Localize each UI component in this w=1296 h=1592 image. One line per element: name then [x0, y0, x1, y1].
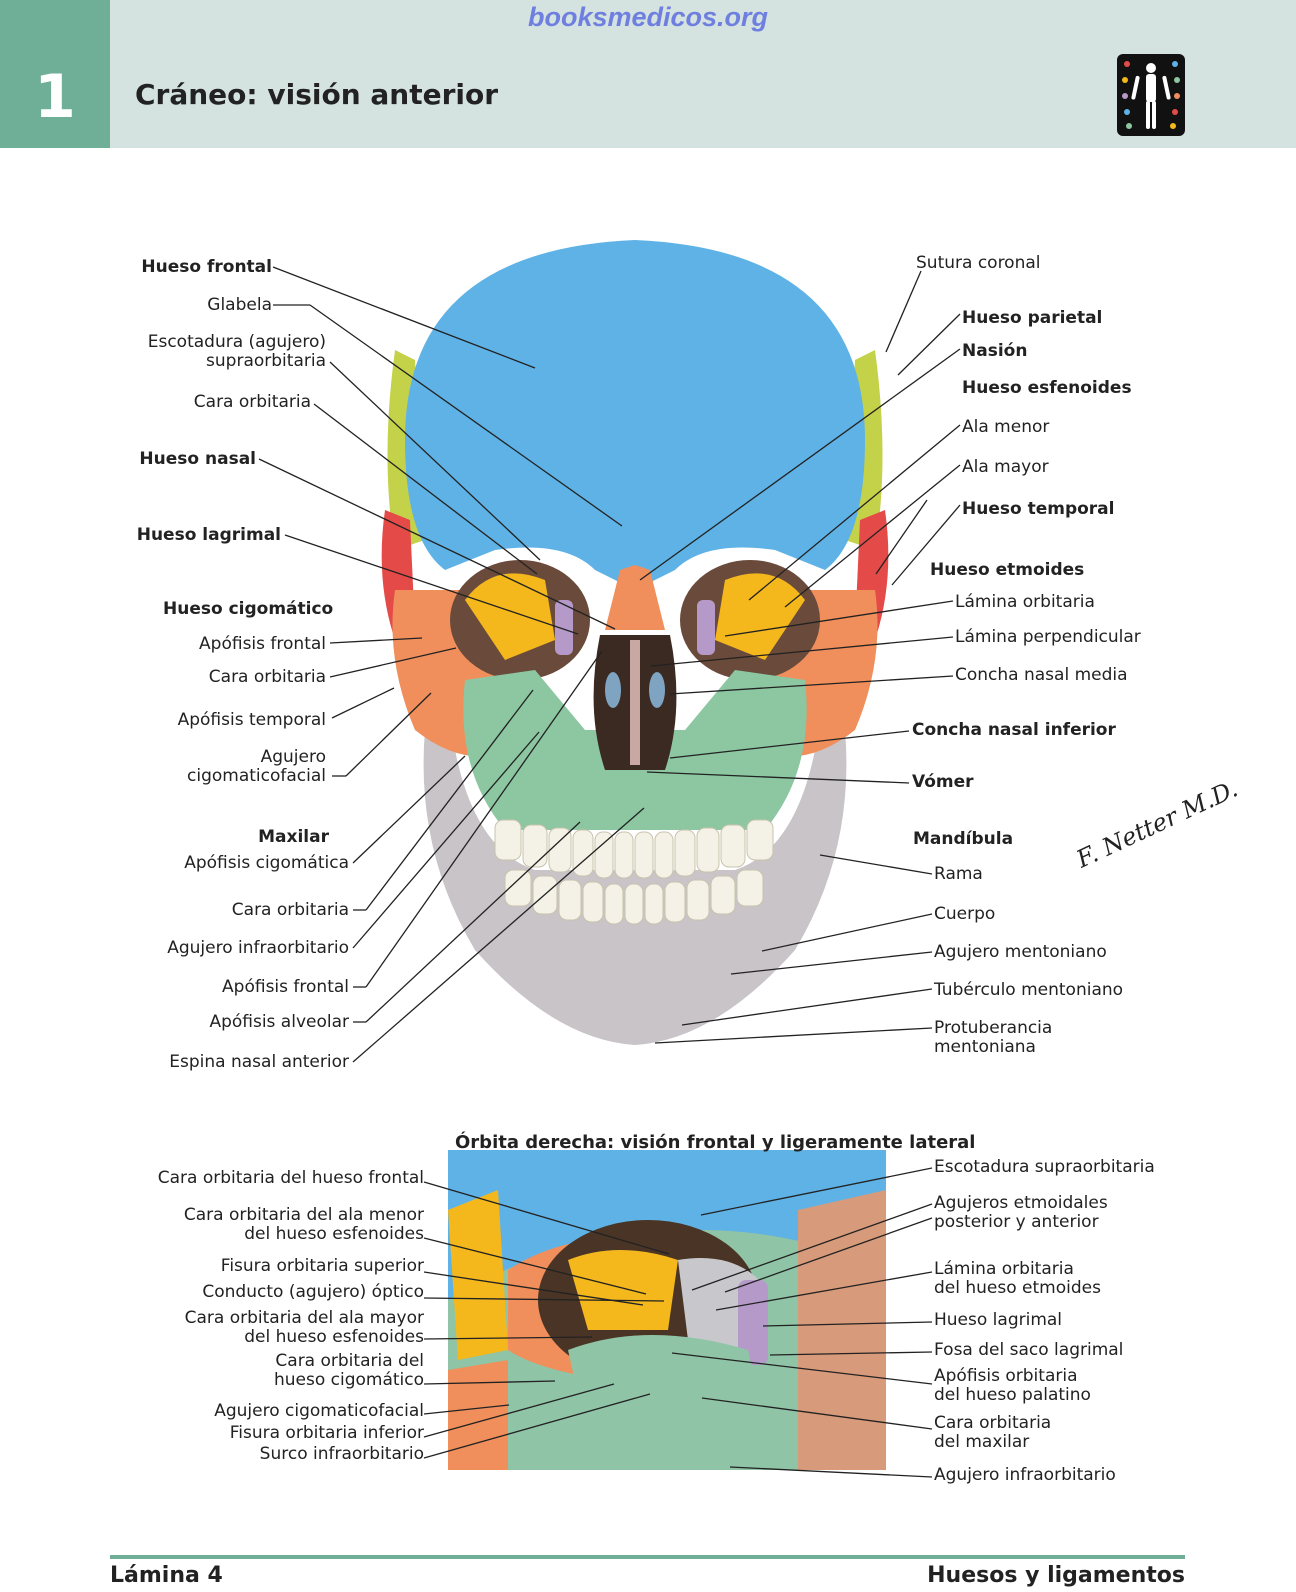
label-cuerpo: Cuerpo: [934, 904, 996, 924]
label-cara-orbitaria-1: Cara orbitaria: [193, 392, 311, 412]
orbit-label-left-8: Fisura orbitaria inferior: [229, 1423, 424, 1443]
label-vomer: Vómer: [912, 772, 974, 792]
label-agujero-cigomaticofacial: Agujero cigomaticofacial: [187, 747, 326, 786]
orbit-subtitle: Órbita derecha: visión frontal y ligeram…: [455, 1132, 976, 1153]
skull-illustration: [381, 240, 889, 1045]
label-hueso-nasal: Hueso nasal: [139, 449, 256, 469]
label-ala-menor: Ala menor: [962, 417, 1050, 437]
label-hueso-parietal: Hueso parietal: [962, 308, 1103, 328]
orbit-label-left-9: Surco infraorbitario: [259, 1444, 424, 1464]
orbit-label-left-4: Conducto (agujero) óptico: [202, 1282, 424, 1302]
label-cara-orbitaria-3: Cara orbitaria: [231, 900, 349, 920]
orbit-label-right-4: Hueso lagrimal: [934, 1310, 1063, 1330]
label-hueso-temporal: Hueso temporal: [962, 499, 1115, 519]
orbit-label-right-5: Fosa del saco lagrimal: [934, 1340, 1124, 1360]
label-cara-orbitaria-2: Cara orbitaria: [208, 667, 326, 687]
orbit-label-right-7: Cara orbitaria del maxilar: [934, 1413, 1052, 1452]
label-concha-media: Concha nasal media: [955, 665, 1128, 685]
label-protuberancia-mentoniana: Protuberancia mentoniana: [934, 1018, 1053, 1057]
orbit-label-left-6: Cara orbitaria del hueso cigomático: [273, 1351, 424, 1390]
page-header: [0, 0, 1296, 148]
chapter-number: 1: [34, 62, 76, 132]
label-apofisis-temporal: Apófisis temporal: [177, 710, 326, 730]
label-espina-nasal: Espina nasal anterior: [169, 1052, 349, 1072]
label-maxilar: Maxilar: [258, 827, 329, 847]
chapter-box: 1: [0, 0, 110, 148]
orbit-label-right-6: Apófisis orbitaria del hueso palatino: [934, 1366, 1091, 1405]
label-hueso-lagrimal: Hueso lagrimal: [136, 525, 281, 545]
label-concha-inferior: Concha nasal inferior: [912, 720, 1116, 740]
label-apofisis-frontal-1: Apófisis frontal: [199, 634, 326, 654]
label-apofisis-alveolar: Apófisis alveolar: [209, 1012, 349, 1032]
label-lamina-perpendicular: Lámina perpendicular: [955, 627, 1141, 647]
label-agujero-infraorbitario: Agujero infraorbitario: [167, 938, 349, 958]
signature: F. Netter M.D.: [1072, 774, 1242, 874]
orbit-label-left-5: Cara orbitaria del ala mayor del hueso e…: [184, 1308, 424, 1347]
label-tuberculo-mentoniano: Tubérculo mentoniano: [934, 980, 1124, 1000]
orbit-label-right-3: Lámina orbitaria del hueso etmoides: [934, 1259, 1101, 1298]
label-hueso-cigomatico: Hueso cigomático: [163, 599, 334, 619]
label-apofisis-frontal-2: Apófisis frontal: [222, 977, 349, 997]
label-sutura-coronal: Sutura coronal: [916, 253, 1041, 273]
label-hueso-esfenoides: Hueso esfenoides: [962, 378, 1132, 398]
watermark-link[interactable]: booksmedicos.org: [527, 2, 769, 32]
label-nasion: Nasión: [962, 341, 1028, 361]
orbit-label-left-7: Agujero cigomaticofacial: [214, 1401, 424, 1421]
footer-section-title: Huesos y ligamentos: [927, 1563, 1185, 1588]
label-glabela: Glabela: [207, 295, 272, 315]
orbit-label-right-1: Escotadura supraorbitaria: [934, 1157, 1155, 1177]
orbit-label-left-1: Cara orbitaria del hueso frontal: [157, 1168, 424, 1188]
orbit-label-left-3: Fisura orbitaria superior: [220, 1256, 424, 1276]
label-mandibula: Mandíbula: [913, 829, 1014, 849]
label-rama: Rama: [934, 864, 983, 884]
label-agujero-mentoniano: Agujero mentoniano: [934, 942, 1107, 962]
orbit-label-right-2: Agujeros etmoidales posterior y anterior: [934, 1193, 1108, 1232]
page-title: Cráneo: visión anterior: [135, 78, 499, 111]
label-lamina-orbitaria: Lámina orbitaria: [955, 592, 1095, 612]
orbit-illustration: [448, 1150, 886, 1470]
label-hueso-frontal: Hueso frontal: [141, 257, 272, 277]
label-apofisis-cigomatica: Apófisis cigomática: [184, 853, 349, 873]
orbit-label-left-2: Cara orbitaria del ala menor del hueso e…: [183, 1205, 424, 1244]
orbit-label-right-8: Agujero infraorbitario: [934, 1465, 1116, 1485]
label-ala-mayor: Ala mayor: [962, 457, 1049, 477]
label-hueso-etmoides: Hueso etmoides: [930, 560, 1085, 580]
label-escotadura: Escotadura (agujero) supraorbitaria: [147, 332, 326, 371]
footer-divider: [110, 1555, 1185, 1559]
footer-plate-number: Lámina 4: [110, 1563, 223, 1588]
human-figure-icon: [1117, 54, 1185, 136]
